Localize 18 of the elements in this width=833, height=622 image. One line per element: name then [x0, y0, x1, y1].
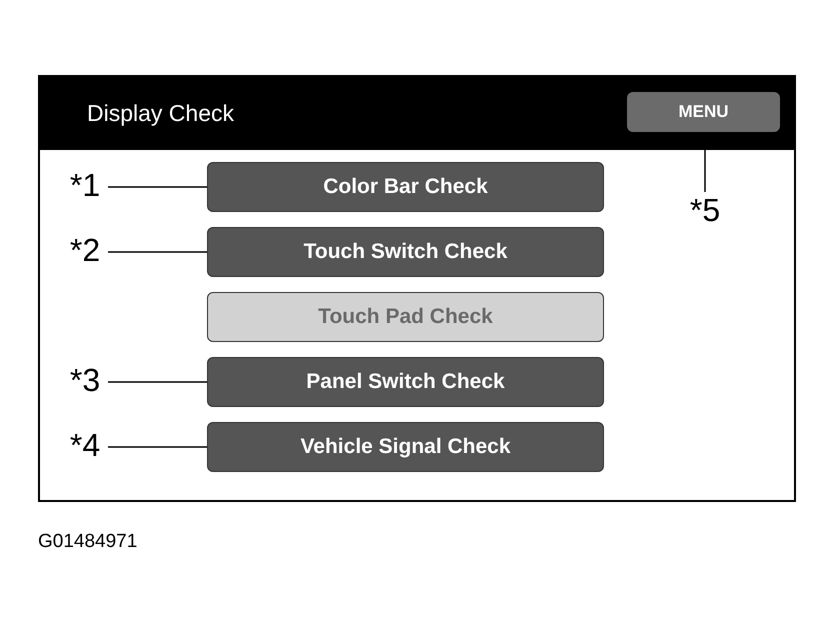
menu-button: Panel Switch Check — [207, 357, 604, 407]
leader-line — [108, 186, 207, 188]
leader-line — [108, 381, 207, 383]
callout-number: *3 — [62, 362, 108, 398]
callout-number: *4 — [62, 427, 108, 463]
callout-number: *5 — [682, 192, 728, 228]
leader-line — [108, 251, 207, 253]
callout-number: *2 — [62, 232, 108, 268]
menu-button: Vehicle Signal Check — [207, 422, 604, 472]
leader-line — [108, 446, 207, 448]
menu-button: Touch Switch Check — [207, 227, 604, 277]
screen-title: Display Check — [87, 99, 234, 128]
figure-code: G01484971 — [38, 530, 138, 554]
callout-number: *1 — [62, 167, 108, 203]
menu-button: Color Bar Check — [207, 162, 604, 212]
disabled-menu-button: Touch Pad Check — [207, 292, 604, 342]
display-screen — [38, 75, 796, 502]
menu-button: MENU — [627, 92, 780, 132]
